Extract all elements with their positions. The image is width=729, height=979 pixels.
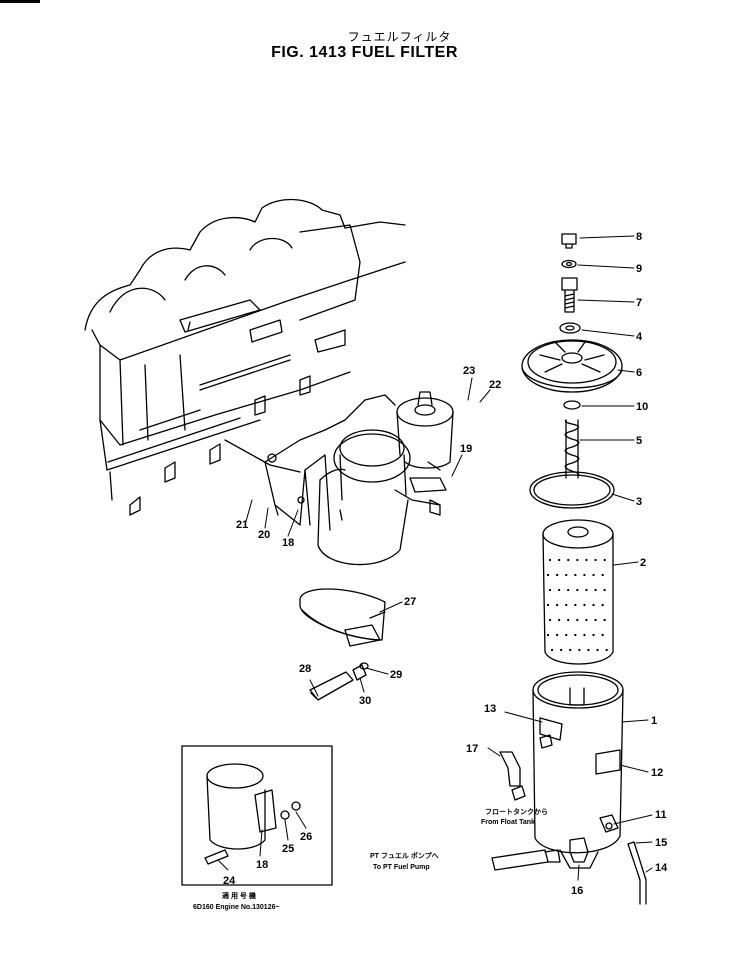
figure-title-japanese: フュエルフィルタ xyxy=(347,30,452,44)
callout-18: 18 xyxy=(282,537,294,549)
callout-29: 29 xyxy=(390,669,402,681)
callout-12: 12 xyxy=(651,767,663,779)
callout-23: 23 xyxy=(463,365,475,377)
callout-7: 7 xyxy=(636,297,642,309)
filter-element-stack xyxy=(491,233,647,905)
callout-8: 8 xyxy=(636,231,642,243)
note-to-pt-pump: To PT Fuel Pump xyxy=(373,864,430,871)
callout-labels: 8 9 7 4 6 10 5 3 2 1 12 13 17 11 15 14 1… xyxy=(193,231,668,911)
callout-16: 16 xyxy=(571,885,583,897)
bolt-nut-drawing xyxy=(309,662,369,701)
callout-3: 3 xyxy=(636,496,642,508)
leader-lines xyxy=(217,235,653,881)
callout-26: 26 xyxy=(300,831,312,843)
inset-note-jp: 適 用 号 機 xyxy=(222,891,256,900)
callout-22: 22 xyxy=(489,379,501,391)
callout-27: 27 xyxy=(404,596,416,608)
callout-11: 11 xyxy=(655,809,667,821)
note-from-float-tank-jp: フロートタンクから xyxy=(485,807,548,816)
callout-20: 20 xyxy=(258,529,270,541)
callout-28: 28 xyxy=(299,663,311,675)
callout-15: 15 xyxy=(655,837,667,849)
callout-14: 14 xyxy=(655,862,668,874)
engine-block-drawing xyxy=(84,198,406,516)
inset-drawing xyxy=(181,745,333,886)
callout-25: 25 xyxy=(282,843,294,855)
callout-18-inset: 18 xyxy=(256,859,268,871)
callout-30: 30 xyxy=(359,695,371,707)
note-to-pt-pump-jp: PT フュエル ポンプへ xyxy=(370,851,439,860)
callout-1: 1 xyxy=(651,715,657,727)
band-clamp-drawing xyxy=(299,588,386,647)
callout-10: 10 xyxy=(636,401,648,413)
callout-5: 5 xyxy=(636,435,642,447)
filter-bracket-assembly xyxy=(264,391,454,566)
callout-21: 21 xyxy=(236,519,248,531)
callout-9: 9 xyxy=(636,263,642,275)
callout-13: 13 xyxy=(484,703,496,715)
callout-17: 17 xyxy=(466,743,478,755)
callout-2: 2 xyxy=(640,557,646,569)
inset-note: 6D160 Engine No.130126~ xyxy=(193,904,280,911)
note-from-float-tank: From Float Tank xyxy=(481,819,535,826)
callout-4: 4 xyxy=(636,331,643,343)
figure-title: FIG. 1413 FUEL FILTER xyxy=(271,44,458,61)
callout-24: 24 xyxy=(223,875,236,887)
callout-19: 19 xyxy=(460,443,472,455)
corner-mark xyxy=(0,0,40,3)
callout-6: 6 xyxy=(636,367,642,379)
